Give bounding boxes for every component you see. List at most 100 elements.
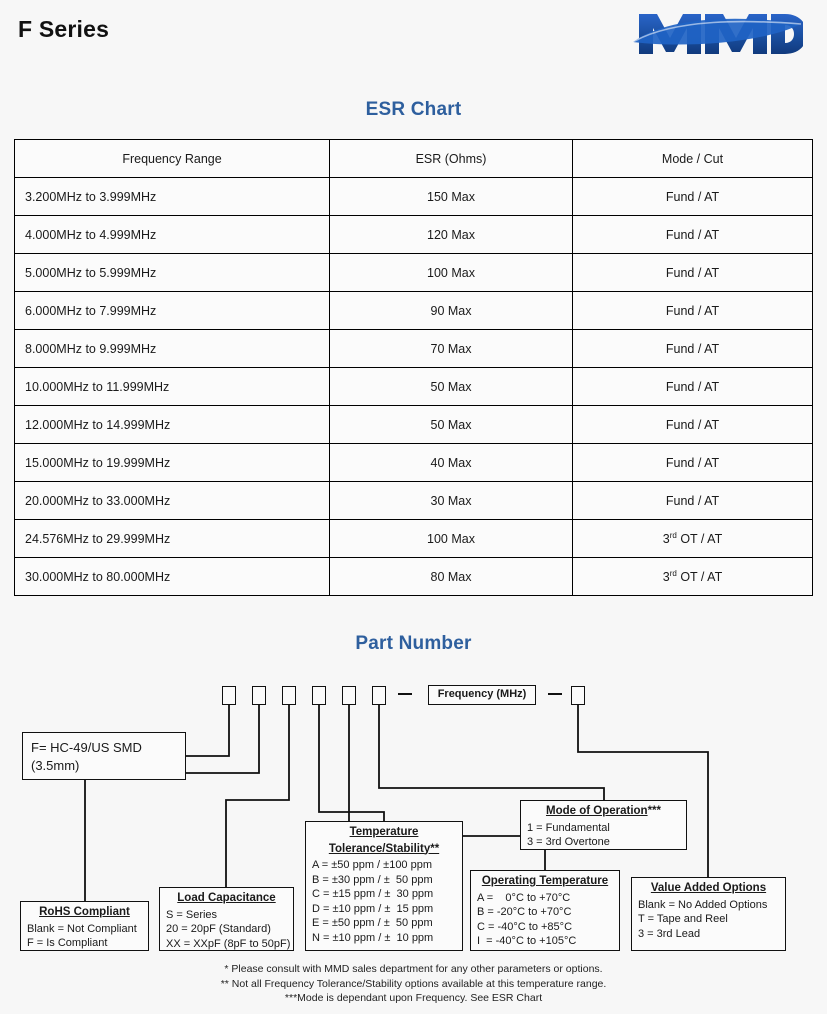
cell-mode-cut: Fund / AT <box>572 443 813 482</box>
cell-frequency-range: 6.000MHz to 7.999MHz <box>14 291 330 330</box>
load-capacitance-title: Load Capacitance <box>177 892 276 904</box>
cell-esr: 40 Max <box>329 443 573 482</box>
temperature-title-line-2: Tolerance/Stability** <box>328 842 440 855</box>
cell-esr: 70 Max <box>329 329 573 368</box>
pn-slot-1[interactable] <box>222 686 236 705</box>
callout-mode-of-operation: Mode of Operation*** 1 = Fundamental 3 =… <box>520 800 687 850</box>
cell-mode-cut: Fund / AT <box>572 405 813 444</box>
mmd-logo <box>632 14 803 54</box>
callout-operating-temperature: Operating Temperature A = 0°C to +70°C B… <box>470 870 620 951</box>
esr-table: Frequency Range ESR (Ohms) Mode / Cut 3.… <box>14 139 813 596</box>
cell-frequency-range: 8.000MHz to 9.999MHz <box>14 329 330 368</box>
column-header-frequency: Frequency Range <box>14 139 330 178</box>
operating-temperature-title: Operating Temperature <box>481 875 609 887</box>
cell-esr: 100 Max <box>329 253 573 292</box>
cell-mode-cut: Fund / AT <box>572 215 813 254</box>
callout-value-added-options: Value Added Options Blank = No Added Opt… <box>631 877 786 951</box>
cell-frequency-range: 10.000MHz to 11.999MHz <box>14 367 330 406</box>
value-line-2: T = Tape and Reel <box>638 913 728 925</box>
body-line-2: (3.5mm) <box>31 758 80 773</box>
column-header-esr: ESR (Ohms) <box>329 139 573 178</box>
temp-line-6: N = ±10 ppm / ± 10 ppm <box>312 931 434 944</box>
cell-mode-cut: Fund / AT <box>572 329 813 368</box>
cell-esr: 120 Max <box>329 215 573 254</box>
pn-slot-5[interactable] <box>342 686 356 705</box>
cell-frequency-range: 5.000MHz to 5.999MHz <box>14 253 330 292</box>
table-header-row: Frequency Range ESR (Ohms) Mode / Cut <box>14 139 813 178</box>
mode-line-2: 3 = 3rd Overtone <box>527 836 610 848</box>
pn-dash-2 <box>548 693 562 695</box>
optemp-line-1: A = 0°C to +70°C <box>477 891 571 904</box>
temp-line-3: C = ±15 ppm / ± 30 ppm <box>312 888 434 900</box>
cell-esr: 50 Max <box>329 405 573 444</box>
value-added-title: Value Added Options <box>650 882 767 894</box>
cell-frequency-range: 3.200MHz to 3.999MHz <box>14 177 330 216</box>
connector-lines <box>84 705 709 901</box>
rohs-line-1: Blank = Not Compliant <box>27 922 137 935</box>
cell-esr: 80 Max <box>329 557 573 596</box>
temperature-title-line-1: Temperature <box>349 826 419 838</box>
cell-esr: 150 Max <box>329 177 573 216</box>
pn-slot-6[interactable] <box>372 686 386 705</box>
load-line-1: S = Series <box>166 908 218 921</box>
cell-mode-cut: Fund / AT <box>572 291 813 330</box>
optemp-line-4: I = -40°C to +105°C <box>477 935 577 947</box>
callout-body-package: F= HC-49/US SMD (3.5mm) <box>22 732 186 780</box>
cell-mode-cut: Fund / AT <box>572 177 813 216</box>
value-line-3: 3 = 3rd Lead <box>638 927 701 940</box>
mode-title-asterisks: *** <box>647 805 662 817</box>
pn-dash-1 <box>398 693 412 695</box>
pn-slot-2[interactable] <box>252 686 266 705</box>
cell-mode-cut: 3rd OT / AT <box>572 519 813 558</box>
optemp-line-2: B = -20°C to +70°C <box>477 906 572 918</box>
cell-frequency-range: 12.000MHz to 14.999MHz <box>14 405 330 444</box>
rohs-title: RoHS Compliant <box>39 906 130 918</box>
temp-line-5: E = ±50 ppm / ± 50 ppm <box>312 917 433 929</box>
footnote-2: ** Not all Frequency Tolerance/Stability… <box>220 977 607 990</box>
callout-rohs: RoHS Compliant Blank = Not Compliant F =… <box>20 901 149 951</box>
cell-esr: 30 Max <box>329 481 573 520</box>
callout-load-capacitance: Load Capacitance S = Series 20 = 20pF (S… <box>159 887 294 951</box>
temp-line-1: A = ±50 ppm / ±100 ppm <box>312 859 433 871</box>
rohs-line-2: F = Is Compliant <box>27 937 108 949</box>
footnotes: * Please consult with MMD sales departme… <box>0 962 827 1006</box>
part-number-diagram: Frequency (MHz) F= HC-49/US SMD (3.5mm) … <box>0 660 827 1014</box>
frequency-box[interactable]: Frequency (MHz) <box>428 685 536 705</box>
cell-mode-cut: 3rd OT / AT <box>572 557 813 596</box>
cell-esr: 90 Max <box>329 291 573 330</box>
load-line-3: XX = XXpF (8pF to 50pF) <box>166 937 291 950</box>
cell-mode-cut: Fund / AT <box>572 481 813 520</box>
footnote-3: ***Mode is dependant upon Frequency. See… <box>284 992 543 1004</box>
cell-esr: 50 Max <box>329 367 573 406</box>
part-number-title: Part Number <box>355 633 472 654</box>
cell-mode-cut: Fund / AT <box>572 367 813 406</box>
cell-mode-cut: Fund / AT <box>572 253 813 292</box>
cell-esr: 100 Max <box>329 519 573 558</box>
pn-slot-4[interactable] <box>312 686 326 705</box>
value-line-1: Blank = No Added Options <box>638 898 768 911</box>
cell-frequency-range: 4.000MHz to 4.999MHz <box>14 215 330 254</box>
esr-chart-title: ESR Chart <box>365 99 462 120</box>
mode-line-1: 1 = Fundamental <box>527 821 610 834</box>
temp-line-4: D = ±10 ppm / ± 15 ppm <box>312 902 434 915</box>
cell-frequency-range: 20.000MHz to 33.000MHz <box>14 481 330 520</box>
column-header-mode: Mode / Cut <box>572 139 813 178</box>
load-line-2: 20 = 20pF (Standard) <box>166 923 271 935</box>
pn-slot-3[interactable] <box>282 686 296 705</box>
temp-line-2: B = ±30 ppm / ± 50 ppm <box>312 873 433 886</box>
callout-temperature-tolerance: Temperature Tolerance/Stability** A = ±5… <box>305 821 463 951</box>
cell-frequency-range: 30.000MHz to 80.000MHz <box>14 557 330 596</box>
page-title: F Series <box>18 16 110 42</box>
body-line-1: F= HC-49/US SMD <box>31 740 142 755</box>
pn-slot-7[interactable] <box>571 686 585 705</box>
